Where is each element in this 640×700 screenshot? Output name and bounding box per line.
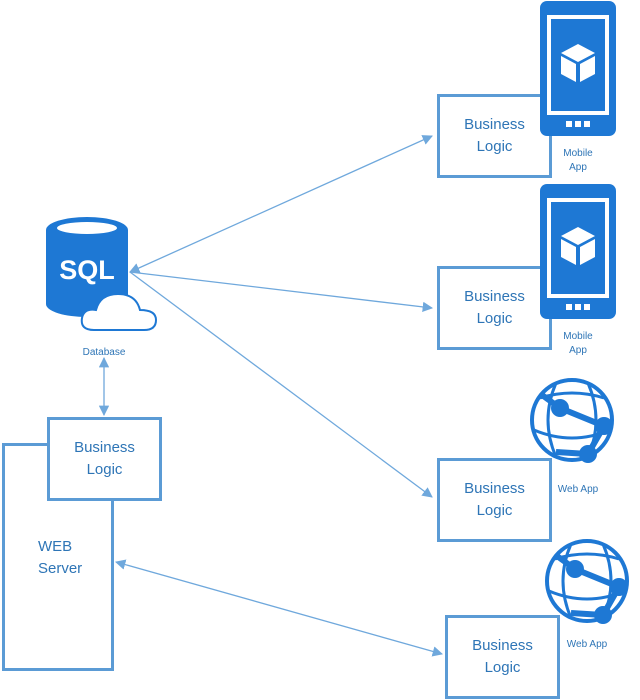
web-app-2-business-logic-box: Business Logic <box>445 615 560 699</box>
database-caption: Database <box>82 347 126 358</box>
web-app-1-business-logic-box: Business Logic <box>437 458 552 542</box>
mobile-app-2-business-logic-box: Business Logic <box>437 266 552 350</box>
mobile-app-2-caption: Mobile App <box>563 331 593 356</box>
cloud-icon <box>80 292 158 331</box>
web-app-1-caption: Web App <box>557 484 599 495</box>
cube-icon <box>561 227 595 265</box>
connector-db-to-mobile-1 <box>129 135 433 273</box>
cube-icon <box>561 44 595 82</box>
connector-db-to-webapp-1 <box>129 271 433 498</box>
business-logic-label: Business Logic <box>472 637 533 676</box>
sql-icon-text: SQL <box>59 255 115 285</box>
web-server-label: WEB Server <box>38 538 83 577</box>
server-business-logic-box: Business Logic <box>47 417 162 501</box>
business-logic-label: Business Logic <box>74 439 135 478</box>
connector-db-to-mobile-2 <box>129 271 434 313</box>
mobile-app-1-business-logic-box: Business Logic <box>437 94 552 178</box>
business-logic-label: Business Logic <box>464 288 525 327</box>
business-logic-label: Business Logic <box>464 116 525 155</box>
web-app-2-caption: Web App <box>566 639 608 650</box>
business-logic-label: Business Logic <box>464 480 525 519</box>
mobile-app-1-caption: Mobile App <box>563 148 593 173</box>
connector-server-to-webapp-2 <box>114 559 444 657</box>
